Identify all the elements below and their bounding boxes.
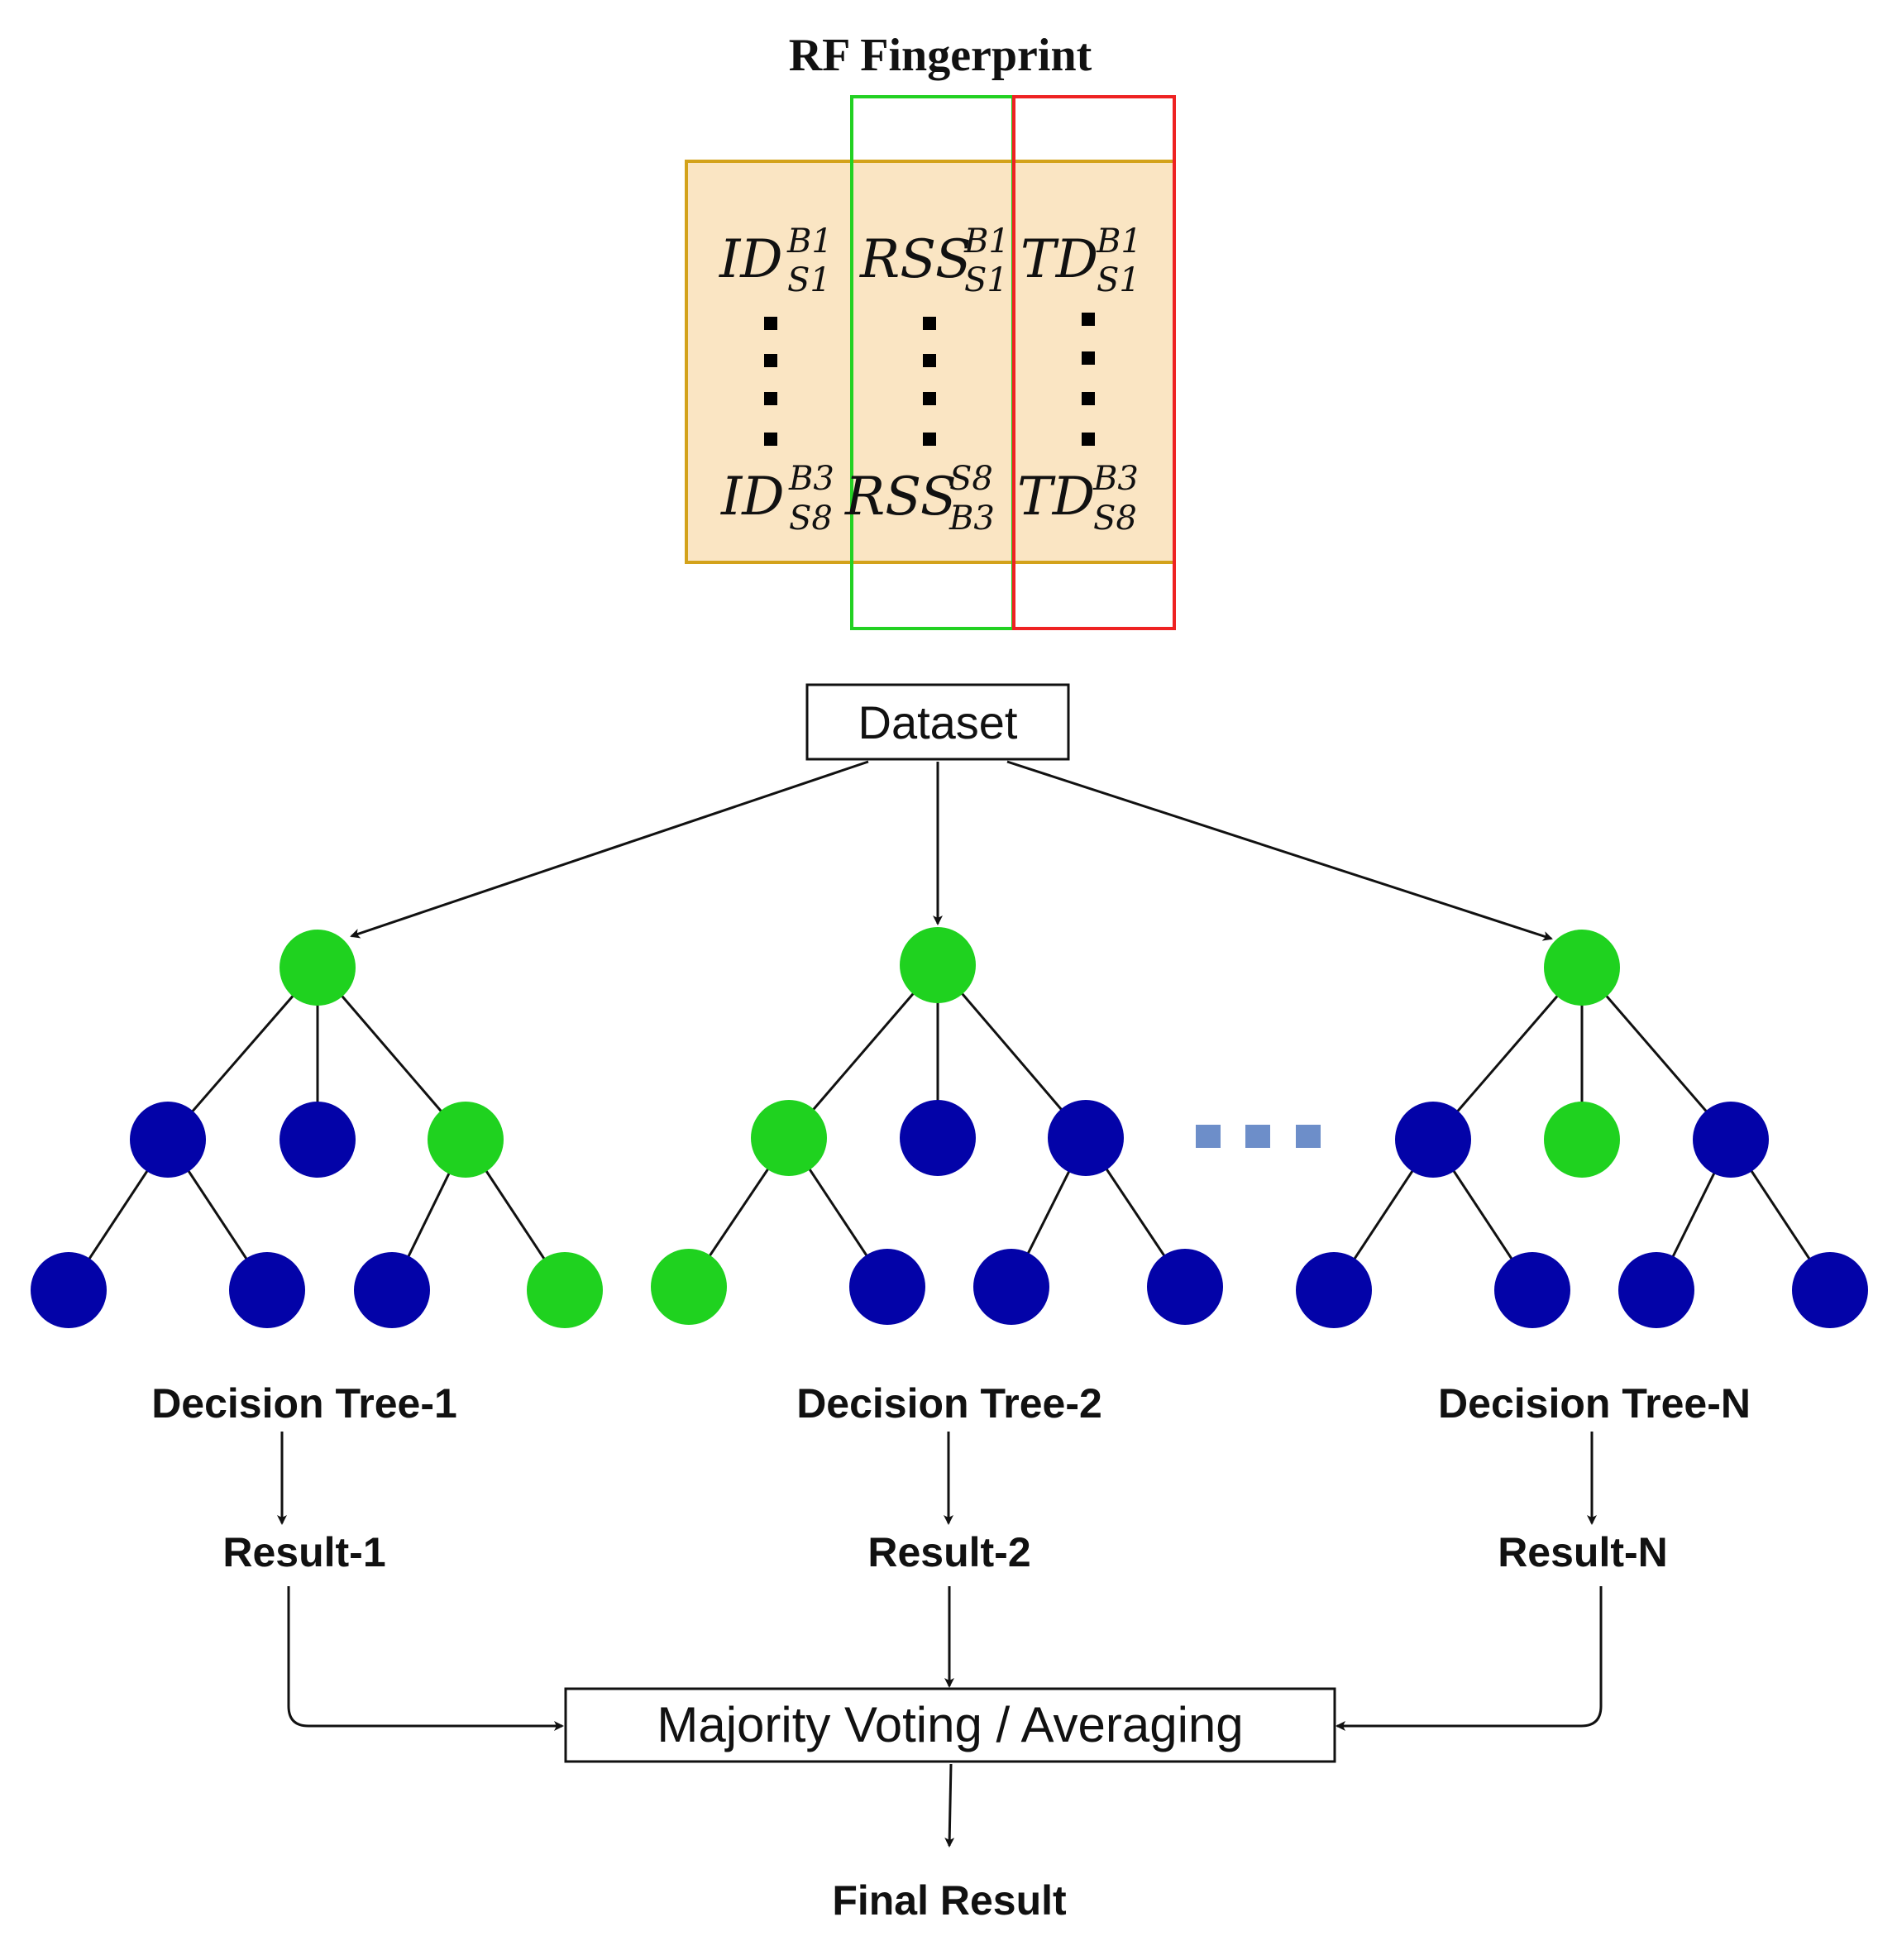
tree-leaf: [1296, 1252, 1372, 1328]
final-result-label: Final Result: [832, 1877, 1067, 1924]
tree-leaf: [354, 1252, 430, 1328]
tree-node: [130, 1102, 206, 1178]
decision-tree-2: [651, 927, 1223, 1325]
tree-leaf: [1618, 1252, 1694, 1328]
aggregator-arrows: [287, 1586, 1603, 1731]
result-2-label: Result-2: [867, 1529, 1030, 1575]
result-arrows: [277, 1432, 1597, 1525]
tree-1-label: Decision Tree-1: [151, 1380, 457, 1427]
result-1-label: Result-1: [222, 1529, 385, 1575]
tree-leaf: [527, 1252, 603, 1328]
final-arrow: [944, 1763, 955, 1848]
fingerprint-top-td: TD: [1020, 229, 1098, 290]
dataset-label: Dataset: [858, 696, 1018, 748]
tree-leaf: [1792, 1252, 1868, 1328]
fingerprint-bottom-td-sup: B3: [1092, 460, 1139, 498]
fingerprint-top-td-sup: B1: [1096, 222, 1142, 261]
decision-tree-1: [31, 930, 603, 1328]
fingerprint-bottom-rss-sub: B3: [948, 500, 995, 538]
fingerprint-bottom-id-sub: S8: [789, 500, 833, 538]
fingerprint-bottom-id: ID: [720, 466, 785, 528]
tree-2-label: Decision Tree-2: [796, 1380, 1102, 1427]
vertical-ellipsis: [764, 313, 1095, 446]
fingerprint-bottom-rss: RSS: [844, 466, 957, 528]
tree-node: [1395, 1102, 1471, 1178]
tree-leaf: [849, 1249, 925, 1325]
diagram-title: RF Fingerprint: [789, 30, 1092, 81]
tree-n-label: Decision Tree-N: [1438, 1380, 1751, 1427]
decision-tree-n: [1296, 930, 1868, 1328]
aggregator-label: Majority Voting / Averaging: [657, 1697, 1243, 1752]
tree-node: [428, 1102, 504, 1178]
fingerprint-bottom-rss-sup: S8: [949, 460, 993, 498]
aggregator-box: [564, 1687, 1336, 1763]
tree-node: [280, 1102, 356, 1178]
fingerprint-top-id-sup: B1: [786, 222, 833, 261]
tree-leaf: [651, 1249, 727, 1325]
tree-node: [1544, 1102, 1620, 1178]
tree-node: [1048, 1100, 1124, 1176]
fingerprint-top-rss-sup: B1: [963, 222, 1010, 261]
tree-node-root: [1544, 930, 1620, 1006]
tree-leaf: [31, 1252, 107, 1328]
tree-leaf: [973, 1249, 1049, 1325]
tree-node-root: [900, 927, 976, 1003]
fingerprint-top-id: ID: [719, 229, 783, 290]
dataset-arrows: [350, 760, 1553, 941]
tree-leaf: [1147, 1249, 1223, 1325]
fingerprint-top-rss: RSS: [859, 229, 972, 290]
horizontal-ellipsis: [1196, 1125, 1321, 1148]
td-column-highlight: [1012, 95, 1176, 630]
tree-node: [900, 1100, 976, 1176]
tree-node: [1693, 1102, 1769, 1178]
tree-node: [751, 1100, 827, 1176]
fingerprint-bottom-td-sub: S8: [1093, 500, 1137, 538]
fingerprint-top-td-sub: S1: [1097, 261, 1140, 299]
dataset-box: [805, 683, 1070, 761]
fingerprint-bottom-id-sup: B3: [788, 460, 834, 498]
fingerprint-bottom-td: TD: [1017, 466, 1095, 528]
fingerprint-top-rss-sub: S1: [964, 261, 1008, 299]
tree-leaf: [229, 1252, 305, 1328]
rf-fingerprint-matrix: ID B1 S1 RSS B1 S1 TD B1 S1 ID B3 S8 RSS…: [685, 95, 1176, 630]
result-n-label: Result-N: [1498, 1529, 1668, 1575]
fingerprint-top-id-sub: S1: [787, 261, 831, 299]
tree-node-root: [280, 930, 356, 1006]
tree-leaf: [1494, 1252, 1570, 1328]
